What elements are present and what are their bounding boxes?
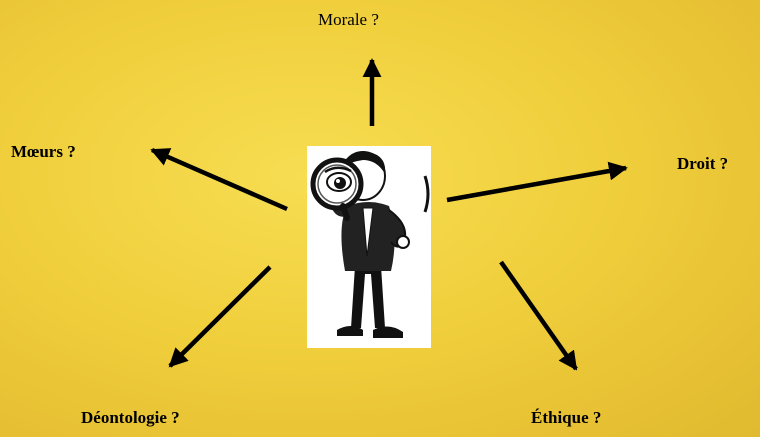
label-moeurs: Mœurs ? xyxy=(11,142,76,161)
arrow-to-moeurs xyxy=(150,147,288,212)
arrow-to-deontologie xyxy=(168,265,272,368)
detective-figure xyxy=(307,146,431,348)
arrow-to-droit xyxy=(446,161,628,203)
detective-icon xyxy=(310,151,430,338)
arrow-to-ethique xyxy=(499,260,578,371)
label-deontologie: Déontologie ? xyxy=(81,408,180,427)
label-morale: Morale ? xyxy=(318,10,379,29)
label-droit: Droit ? xyxy=(677,154,729,173)
label-ethique: Éthique ? xyxy=(531,408,602,427)
